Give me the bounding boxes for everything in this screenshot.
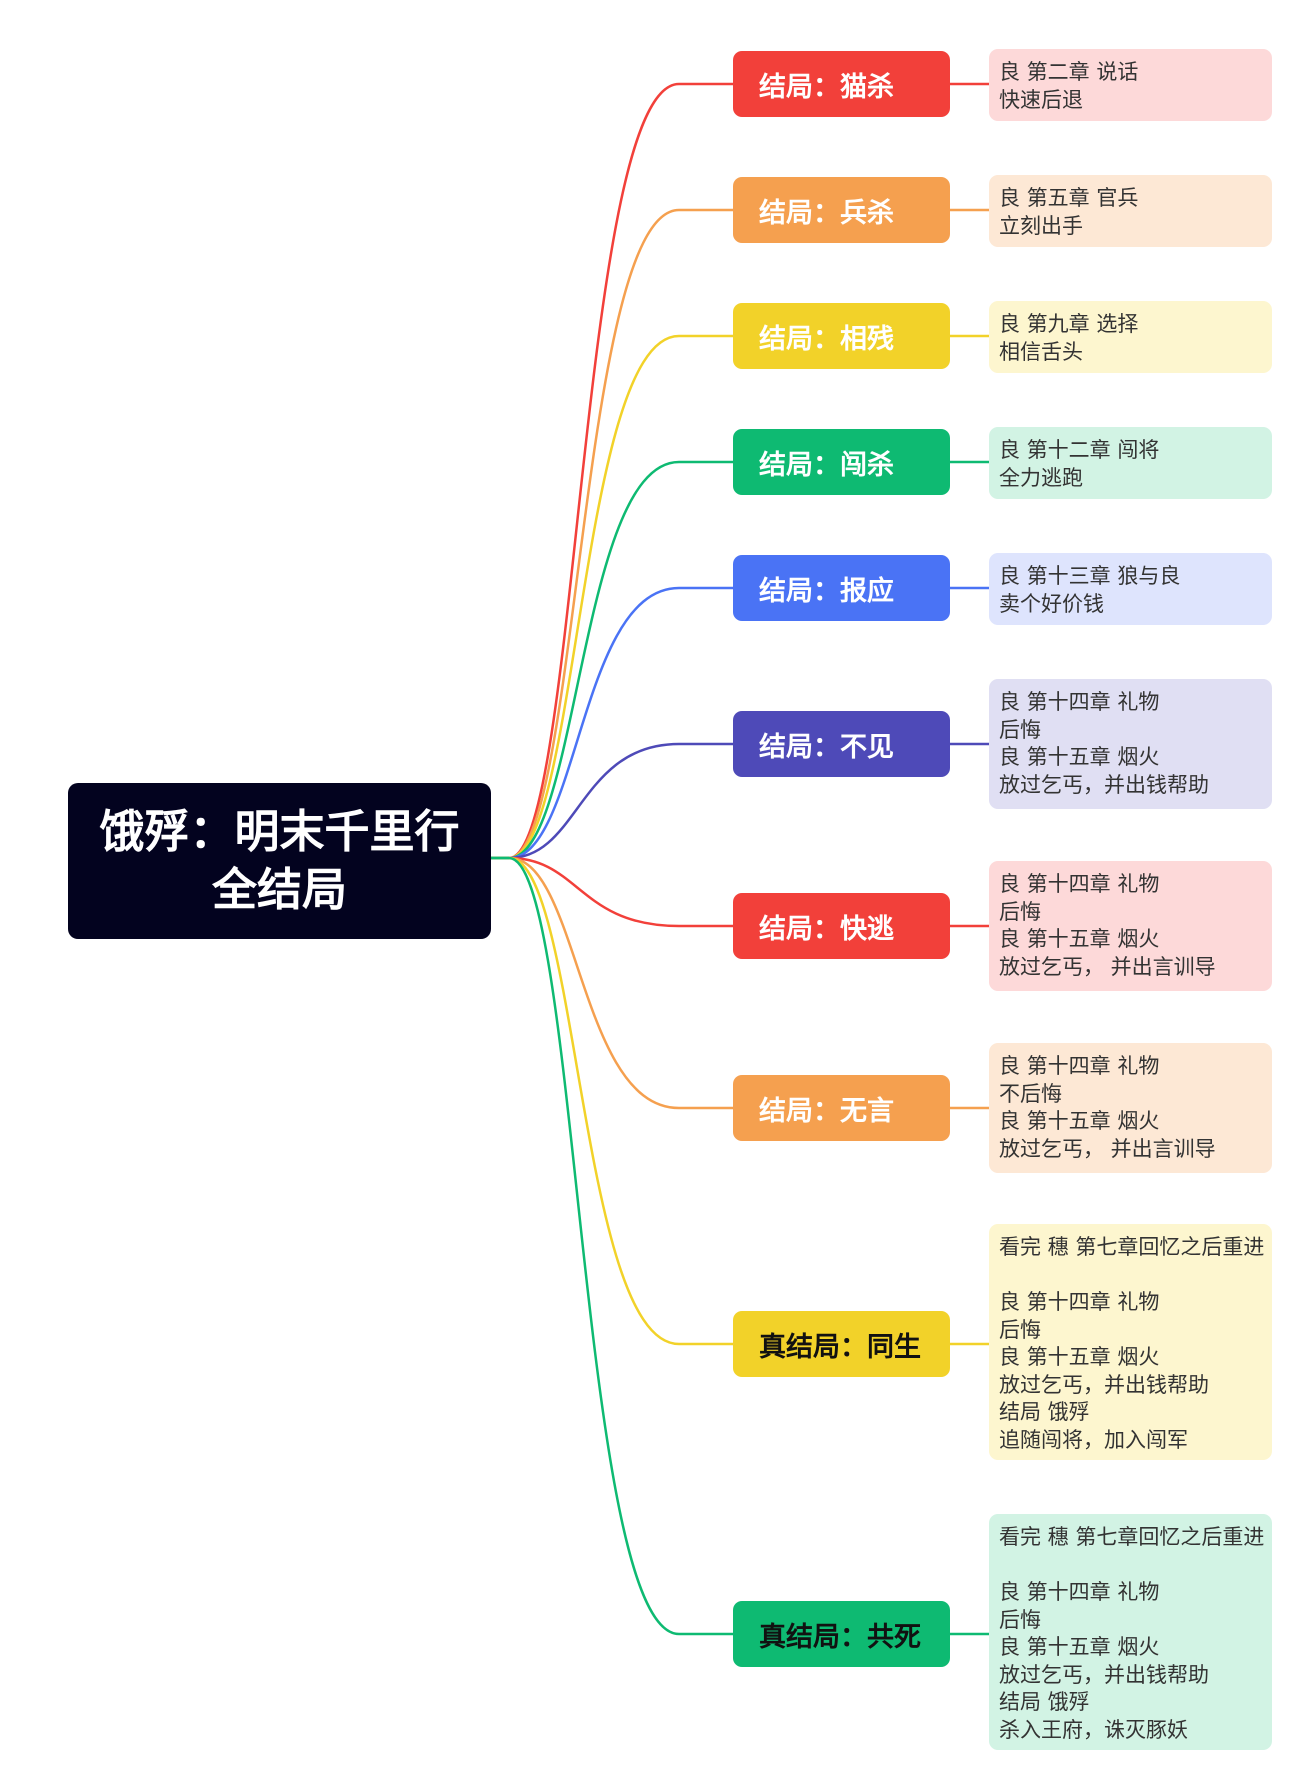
ending-node: 结局：猫杀 xyxy=(733,51,950,117)
ending-note: 良 第十三章 狼与良卖个好价钱 xyxy=(989,553,1272,625)
branch-line xyxy=(491,742,733,860)
ending-note: 良 第十四章 礼物后悔良 第十五章 烟火放过乞丐， 并出言训导 xyxy=(989,861,1272,991)
note-line: 良 第十四章 礼物 xyxy=(999,1580,1160,1604)
note-line: 杀入王府，诛灭豚妖 xyxy=(999,1717,1188,1742)
note-line: 看完 穗 第七章回忆之后重进 xyxy=(999,1235,1265,1259)
ending-node: 结局：相残 xyxy=(733,303,950,369)
note-line: 相信舌头 xyxy=(999,339,1083,364)
ending-note: 看完 穗 第七章回忆之后重进良 第十四章 礼物后悔良 第十五章 烟火放过乞丐，并… xyxy=(989,1224,1272,1460)
note-line: 放过乞丐， 并出言训导 xyxy=(999,1136,1216,1161)
note-line: 后悔 xyxy=(999,1317,1041,1342)
note-line: 良 第九章 选择 xyxy=(999,312,1139,336)
note-line: 放过乞丐，并出钱帮助 xyxy=(999,1372,1209,1397)
note-line xyxy=(999,1262,1266,1290)
ending-note: 良 第十二章 闯将全力逃跑 xyxy=(989,427,1272,499)
note-line: 后悔 xyxy=(999,717,1041,742)
ending-label: 结局：无言 xyxy=(759,1095,894,1127)
note-line: 良 第十五章 烟火 xyxy=(999,745,1160,769)
note-line: 良 第十四章 礼物 xyxy=(999,1054,1160,1078)
note-line: 良 第十四章 礼物 xyxy=(999,872,1160,896)
branch-line xyxy=(491,82,733,860)
branch-line xyxy=(491,586,733,860)
ending-label: 结局：闯杀 xyxy=(759,449,894,481)
note-line: 快速后退 xyxy=(999,87,1083,112)
ending-label: 结局：快逃 xyxy=(759,913,894,945)
note-line: 良 第五章 官兵 xyxy=(999,186,1139,210)
branch-line xyxy=(491,208,733,860)
note-line: 后悔 xyxy=(999,899,1041,924)
ending-note: 看完 穗 第七章回忆之后重进良 第十四章 礼物后悔良 第十五章 烟火放过乞丐，并… xyxy=(989,1514,1272,1750)
ending-label: 结局：报应 xyxy=(759,575,894,607)
note-line: 不后悔 xyxy=(999,1081,1062,1106)
note-line: 立刻出手 xyxy=(999,213,1083,238)
root-title-line2: 全结局 xyxy=(211,863,347,916)
note-line: 看完 穗 第七章回忆之后重进 xyxy=(999,1525,1265,1549)
ending-node: 真结局：共死 xyxy=(733,1601,950,1667)
ending-label: 结局：兵杀 xyxy=(759,197,894,229)
ending-label: 结局：不见 xyxy=(759,731,894,763)
branch-line xyxy=(491,856,733,928)
ending-node: 结局：报应 xyxy=(733,555,950,621)
note-line: 良 第二章 说话 xyxy=(999,60,1139,84)
ending-node: 结局：快逃 xyxy=(733,893,950,959)
note-line: 结局 饿殍 xyxy=(999,1400,1090,1424)
ending-label: 真结局：同生 xyxy=(759,1331,921,1363)
note-line: 放过乞丐， 并出言训导 xyxy=(999,954,1216,979)
ending-label: 结局：猫杀 xyxy=(759,71,894,103)
note-line: 结局 饿殍 xyxy=(999,1690,1090,1714)
branch-line xyxy=(491,856,733,1110)
ending-note: 良 第十四章 礼物后悔良 第十五章 烟火放过乞丐，并出钱帮助 xyxy=(989,679,1272,809)
note-line: 良 第十五章 烟火 xyxy=(999,1635,1160,1659)
root-title-line1: 饿殍：明末千里行 xyxy=(99,805,460,858)
ending-note: 良 第二章 说话快速后退 xyxy=(989,49,1272,121)
note-line: 良 第十五章 烟火 xyxy=(999,927,1160,951)
ending-node: 结局：兵杀 xyxy=(733,177,950,243)
note-line: 良 第十二章 闯将 xyxy=(999,438,1160,462)
ending-node: 结局：不见 xyxy=(733,711,950,777)
note-line: 追随闯将，加入闯军 xyxy=(999,1427,1188,1452)
note-line: 卖个好价钱 xyxy=(999,591,1104,616)
note-line: 良 第十五章 烟火 xyxy=(999,1109,1160,1133)
note-line: 良 第十四章 礼物 xyxy=(999,690,1160,714)
branch-line xyxy=(491,856,733,1636)
branch-line xyxy=(491,856,733,1346)
branch-line xyxy=(491,460,733,860)
ending-node: 真结局：同生 xyxy=(733,1311,950,1377)
ending-node: 结局：闯杀 xyxy=(733,429,950,495)
note-line: 放过乞丐，并出钱帮助 xyxy=(999,1662,1209,1687)
note-line: 良 第十五章 烟火 xyxy=(999,1345,1160,1369)
ending-label: 真结局：共死 xyxy=(759,1621,921,1653)
note-line: 良 第十四章 礼物 xyxy=(999,1290,1160,1314)
note-line xyxy=(999,1552,1266,1580)
ending-note: 良 第五章 官兵立刻出手 xyxy=(989,175,1272,247)
ending-label: 结局：相残 xyxy=(759,323,894,355)
ending-note: 良 第九章 选择相信舌头 xyxy=(989,301,1272,373)
root-node: 饿殍：明末千里行 全结局 xyxy=(68,783,491,939)
ending-note: 良 第十四章 礼物不后悔良 第十五章 烟火放过乞丐， 并出言训导 xyxy=(989,1043,1272,1173)
branch-line xyxy=(491,334,733,860)
note-line: 后悔 xyxy=(999,1607,1041,1632)
note-line: 放过乞丐，并出钱帮助 xyxy=(999,772,1209,797)
ending-node: 结局：无言 xyxy=(733,1075,950,1141)
note-line: 全力逃跑 xyxy=(999,465,1083,490)
note-line: 良 第十三章 狼与良 xyxy=(999,564,1181,588)
